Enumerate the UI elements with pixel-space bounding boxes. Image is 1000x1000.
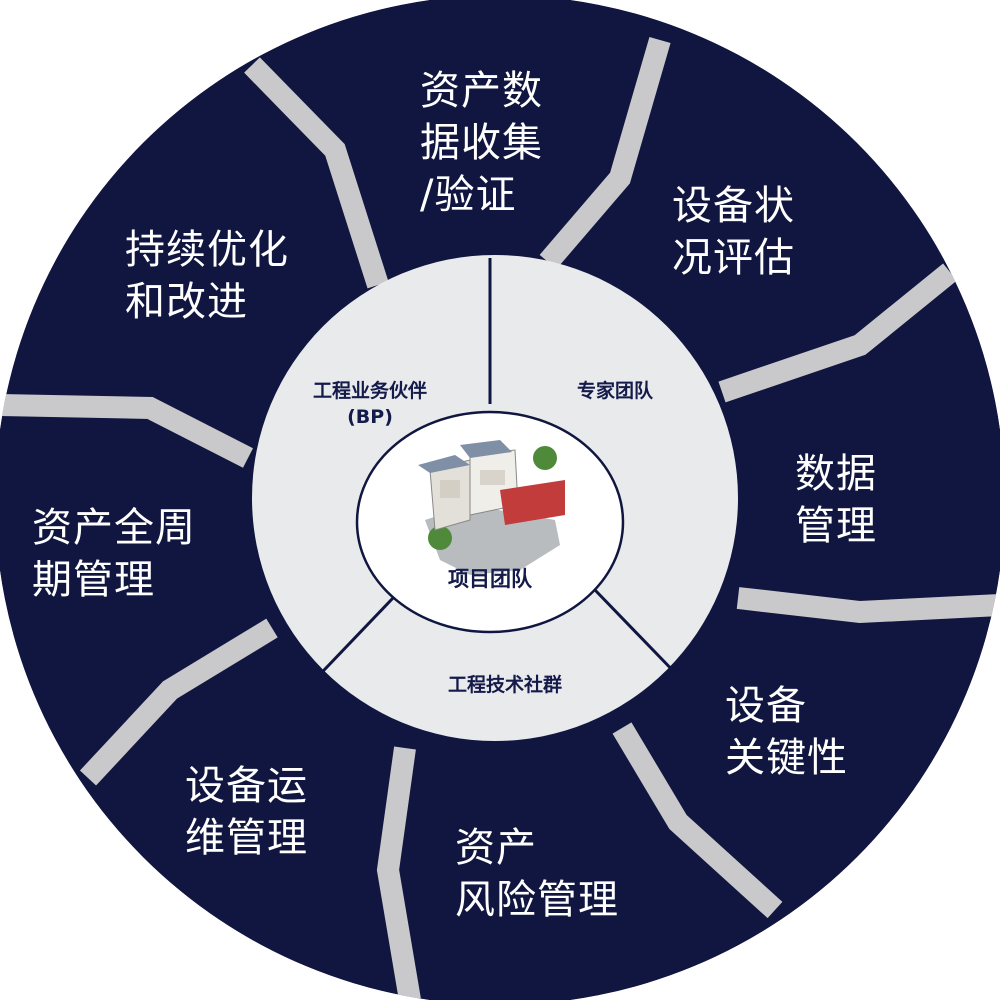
separator-band <box>539 36 671 270</box>
ring-divider <box>303 596 395 692</box>
segment-continuous-improvement: 持续优化 和改进 <box>125 227 289 325</box>
segment-asset-risk-management: 资产 风险管理 <box>455 825 619 923</box>
separator-band <box>79 618 278 786</box>
segment-asset-data-collection: 资产数 据收集 /验证 <box>420 68 543 218</box>
segment-equipment-criticality: 设备 关键性 <box>725 683 848 781</box>
separator-band <box>0 394 253 468</box>
ring-label-engineering-community: 工程技术社群 <box>447 674 562 696</box>
separator-band <box>718 263 957 403</box>
ring-label-bp: 工程业务伙伴 (BP) <box>312 380 427 428</box>
core-label-project-team: 项目团队 <box>448 567 532 591</box>
ring-divider <box>593 588 684 682</box>
segment-asset-lifecycle: 资产全周 期管理 <box>32 505 196 603</box>
separator-band <box>244 57 389 289</box>
building-illustration <box>418 440 565 575</box>
separator-band <box>612 722 783 919</box>
separator-band <box>736 587 1000 624</box>
segment-data-management: 数据 管理 <box>795 451 877 549</box>
segment-equipment-condition-assessment: 设备状 况评估 <box>672 183 795 281</box>
segment-equipment-om: 设备运 维管理 <box>185 763 308 861</box>
separator-band <box>376 746 421 1000</box>
ring-label-experts: 专家团队 <box>576 380 653 402</box>
